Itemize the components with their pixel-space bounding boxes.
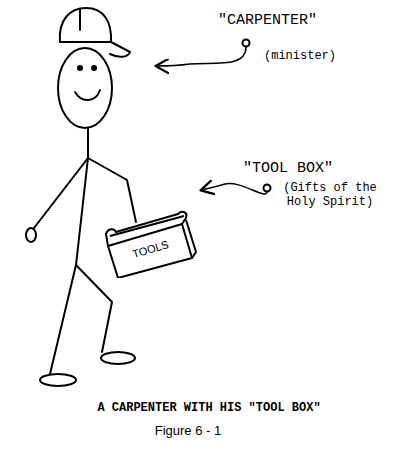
callout-label: "TOOL BOX" — [243, 160, 333, 177]
left-foot — [40, 374, 76, 386]
head — [58, 48, 112, 128]
toolbox-label: TOOLS — [131, 238, 170, 260]
hat-crown — [60, 8, 111, 42]
right-leg — [76, 265, 112, 352]
torso — [76, 158, 88, 265]
leader-dot — [264, 185, 271, 192]
right-foot — [101, 352, 135, 364]
callout-note: (minister) — [264, 50, 336, 64]
hat-seam — [79, 10, 81, 30]
callout-label: "CARPENTER" — [218, 12, 317, 29]
figure-caption: A CARPENTER WITH HIS "TOOL BOX" — [0, 402, 418, 416]
callout-note: (Gifts of the Holy Spirit) — [274, 182, 386, 210]
left-leg — [50, 265, 76, 374]
figure-number: Figure 6 - 1 — [0, 424, 376, 439]
eye — [92, 66, 96, 70]
leader-line — [157, 47, 246, 66]
smile — [75, 90, 100, 100]
left-hand — [26, 228, 36, 242]
left-arm — [34, 158, 88, 228]
eye — [78, 66, 82, 70]
toolbox: TOOLS — [104, 206, 200, 278]
right-arm — [88, 158, 136, 222]
leader-line — [202, 183, 267, 193]
neck — [87, 128, 89, 158]
leader-dot — [243, 40, 250, 47]
